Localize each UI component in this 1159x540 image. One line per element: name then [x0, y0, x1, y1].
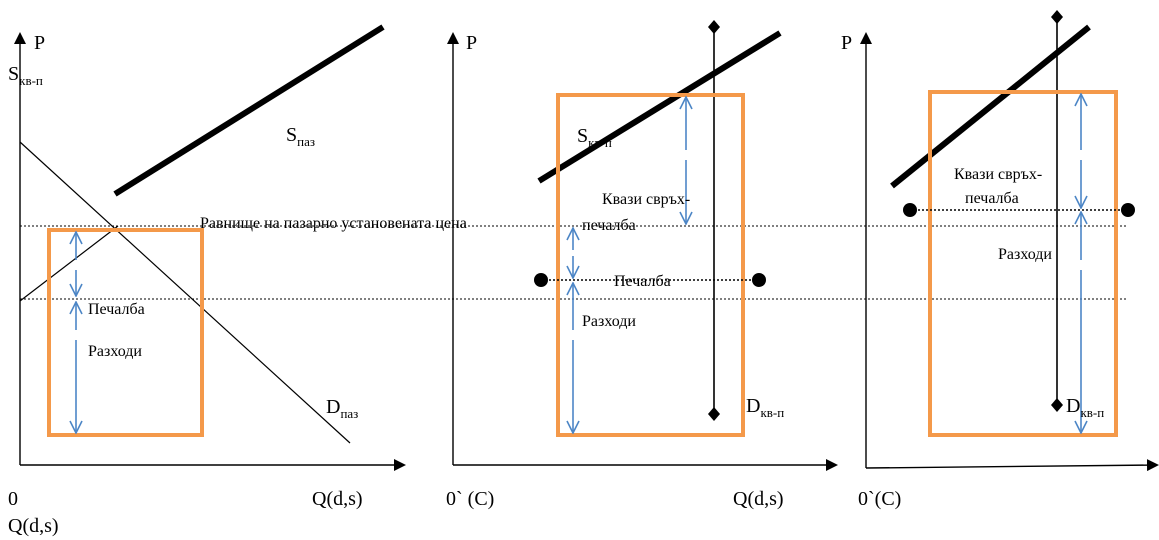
panel1-costs-label: Разходи [88, 343, 142, 360]
panel1-profit-label: Печалба [88, 301, 145, 318]
panel3-left-dot [903, 203, 917, 217]
panel1-orange-box [47, 228, 204, 437]
panel-2: P Sкв-п Квази свръх- печалба Печалба Раз… [446, 20, 838, 510]
panel2-axis-q-label: Q(d,s) [733, 488, 784, 510]
panel2-profit-label: Печалба [614, 273, 671, 290]
panel3-demand-top-marker [1051, 10, 1063, 24]
market-price-label: Равнище на пазарно установената цена [200, 215, 467, 232]
panel3-demand-label: Dкв-п [1066, 395, 1104, 420]
panel3-axis-p-label: P [841, 32, 852, 54]
panel2-demand-label: Dкв-п [746, 395, 784, 420]
panel3-costs-label: Разходи [998, 246, 1052, 263]
panel3-demand-bottom-marker [1051, 398, 1063, 412]
panel2-quasi-label-line2: печалба [582, 217, 636, 234]
panel1-market-supply-line [113, 24, 385, 197]
panel1-axis-q-label: Q(d,s) [312, 488, 363, 510]
panel-1: P Sкв-п Sпаз Dпаз Печалба Разходи 0 Q(d,… [8, 24, 406, 537]
panel-3: P Квази свръх- печалба Разходи Dкв-п 0`(… [841, 10, 1159, 510]
panel1-demand-label: Dпаз [326, 396, 358, 421]
panel3-orange-box [928, 90, 1118, 437]
panel2-supply-line [537, 30, 782, 184]
panel3-quasi-label-line2: печалба [965, 190, 1019, 207]
panel2-right-dot [752, 273, 766, 287]
panel3-supply-line [890, 24, 1091, 189]
panel2-orange-box [556, 93, 745, 437]
panel1-axis-p-label: P [34, 32, 45, 54]
panel3-x-axis [865, 459, 1159, 472]
panel2-demand-bottom-marker [708, 407, 720, 421]
panel1-origin-label: 0 [8, 488, 18, 510]
panel1-supply-label: Sпаз [286, 124, 315, 149]
panel1-axis-s-label: Sкв-п [8, 63, 43, 88]
panel2-quasi-label-line1: Квази свръх- [602, 191, 690, 208]
panel3-right-dot [1121, 203, 1135, 217]
panel1-axis-q-below-label: Q(d,s) [8, 515, 59, 537]
panel1-demand-line [19, 141, 351, 444]
panel3-quasi-label-line1: Квази свръх- [954, 166, 1042, 183]
panel2-supply-label: Sкв-п [577, 125, 612, 150]
panel1-firm-supply-line [19, 225, 119, 302]
panel2-demand-top-marker [708, 20, 720, 34]
panel2-origin-label: 0` (C) [446, 488, 494, 510]
panel2-axis-p-label: P [466, 32, 477, 54]
panel2-costs-label: Разходи [582, 313, 636, 330]
panel3-origin-label: 0`(C) [858, 488, 901, 510]
panel2-left-dot [534, 273, 548, 287]
